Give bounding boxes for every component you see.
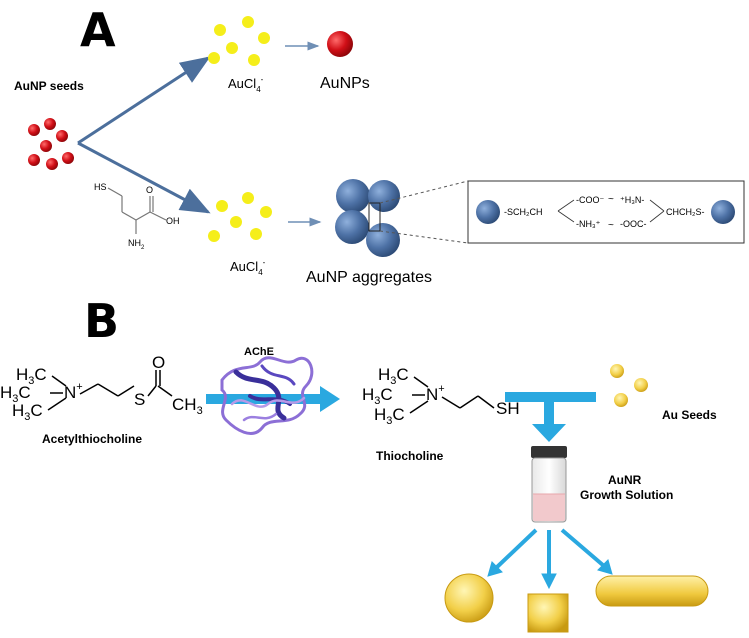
aunp-particle <box>327 31 353 57</box>
aucl4-label-bottom: AuCl4- <box>230 258 266 277</box>
red-seed <box>44 118 56 130</box>
aunr-label: AuNR <box>608 473 642 487</box>
red-seed <box>62 152 74 164</box>
red-seed <box>46 158 58 170</box>
red-seed <box>56 130 68 142</box>
cysteine-sh: HS <box>94 182 107 192</box>
acetylthiocholine-label: Acetylthiocholine <box>42 432 142 446</box>
inset-nh3: -NH₃⁺ <box>576 219 601 229</box>
inset-particle-left <box>476 200 500 224</box>
atc-s: S <box>134 390 145 409</box>
atc-h3c-mid: H3C <box>0 383 31 405</box>
inset-box <box>467 180 745 244</box>
cysteine-nh2: NH2 <box>128 238 145 251</box>
growth-solution-vial <box>531 446 567 523</box>
aunps-label: AuNPs <box>320 75 370 92</box>
gold-cube-product <box>527 593 569 633</box>
thiocholine-structure: H3C H3C H3C N+ SH <box>362 365 520 427</box>
panel-letter-a: A <box>80 3 116 57</box>
atc-o: O <box>152 353 165 372</box>
inset-h3n: ⁺H₃N- <box>620 195 644 205</box>
thiocholine-label: Thiocholine <box>376 449 444 463</box>
red-seed <box>28 154 40 166</box>
gold-sphere-product <box>444 573 494 623</box>
svg-text:N+: N+ <box>426 383 445 404</box>
growth-solution-label: Growth Solution <box>580 488 673 502</box>
inset-left-group: -SCH₂CH <box>504 207 543 217</box>
aunp-aggregate-cluster <box>335 179 400 257</box>
panel-letter-b: B <box>84 294 119 348</box>
cysteine-structure <box>107 187 167 234</box>
inset-tilde-top: ~ <box>608 194 614 205</box>
svg-text:H3C: H3C <box>378 365 409 387</box>
atc-h3c-bot: H3C <box>12 401 43 423</box>
atc-n: N+ <box>64 381 83 402</box>
branch-arrow-bottom <box>77 141 211 214</box>
ache-enzyme-icon <box>220 356 314 435</box>
gold-nanorod-product <box>595 575 709 607</box>
au-seeds-cluster <box>610 364 648 407</box>
red-seed <box>28 124 40 136</box>
inset-particle-right <box>711 200 735 224</box>
inset-coo: -COO⁻ <box>576 195 604 205</box>
atc-ch3: CH3 <box>172 395 203 417</box>
inset-right-group: CHCH₂S- <box>666 207 705 217</box>
gold-precursor-cluster-top <box>208 16 270 66</box>
product-arrows <box>487 528 613 590</box>
cysteine-o: O <box>146 185 153 195</box>
atc-h3c-top: H3C <box>16 365 47 387</box>
combine-arrow <box>505 392 596 442</box>
aunp-seeds-label: AuNP seeds <box>14 79 84 93</box>
au-seeds-label: Au Seeds <box>662 408 717 422</box>
svg-text:H3C: H3C <box>374 405 405 427</box>
gold-precursor-cluster-bottom <box>208 192 272 242</box>
inset-ooc: -OOC- <box>620 219 647 229</box>
cysteine-oh: OH <box>166 216 180 226</box>
inset-tilde-bottom: ~ <box>608 220 614 231</box>
aucl4-label-top: AuCl4- <box>228 75 264 94</box>
zoom-line-bottom <box>379 230 469 244</box>
branch-arrow-top <box>77 56 211 145</box>
ache-label: AChE <box>244 346 274 358</box>
acetylthiocholine-structure: H3C H3C H3C N+ S O CH3 <box>0 353 203 423</box>
svg-text:SH: SH <box>496 399 520 418</box>
aunp-seeds-cluster <box>28 118 74 170</box>
svg-text:H3C: H3C <box>362 385 393 407</box>
red-seed <box>40 140 52 152</box>
aggregates-label: AuNP aggregates <box>306 269 432 286</box>
